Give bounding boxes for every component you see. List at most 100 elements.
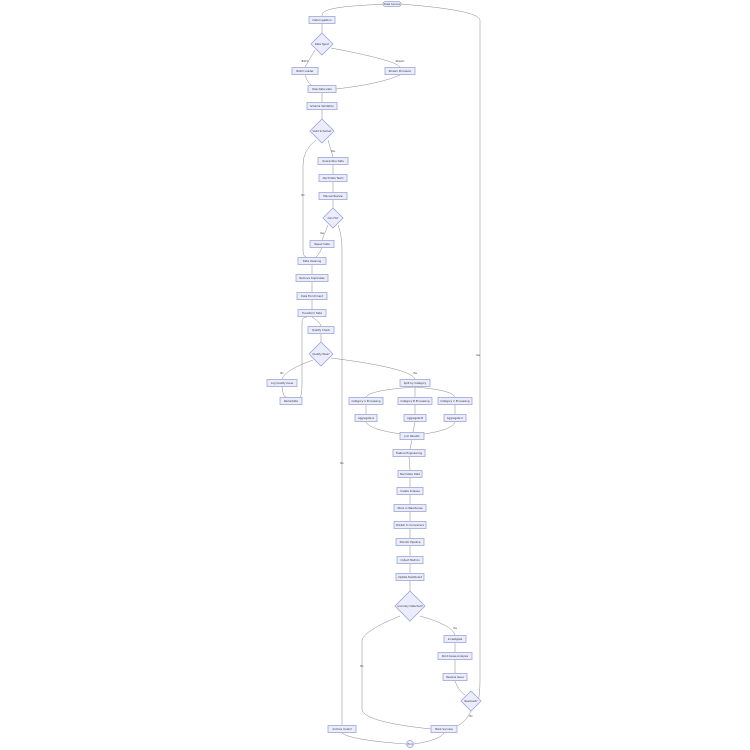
- node-box: [297, 309, 327, 317]
- node-box: [397, 397, 433, 405]
- node-label: Aggregate A: [358, 416, 374, 420]
- node-box: [309, 240, 335, 248]
- node-anom[interactable]: Anomaly Detected?: [394, 590, 426, 622]
- node-qpass[interactable]: Quality Pass?: [308, 341, 334, 367]
- node-label: Can Fix?: [328, 216, 339, 220]
- node-valid[interactable]: Valid Schema?: [309, 118, 335, 144]
- node-success[interactable]: Mark Success: [430, 725, 458, 733]
- node-metrics[interactable]: Collect Metrics: [396, 556, 424, 564]
- decision-diamond: [310, 32, 334, 56]
- flow-edge: [412, 421, 416, 433]
- node-box: [318, 192, 348, 200]
- flow-edge: [330, 47, 401, 68]
- edge-label-no: No: [280, 372, 284, 375]
- node-box: [295, 274, 329, 282]
- flow-edge: [419, 615, 456, 636]
- node-label: Category C Processing: [440, 399, 470, 403]
- node-type[interactable]: Data Type?: [310, 32, 334, 56]
- node-box: [430, 725, 458, 733]
- node-monitor[interactable]: Monitor Pipeline: [395, 538, 425, 546]
- node-qcheck[interactable]: Quality Check: [307, 326, 335, 334]
- node-label: Aggregate B: [407, 416, 423, 420]
- edge-label-yes: Yes: [476, 354, 481, 357]
- node-index[interactable]: Create Indexes: [396, 487, 424, 495]
- node-transform[interactable]: Transform Data: [297, 309, 327, 317]
- flow-edge: [341, 732, 407, 745]
- node-box: [307, 326, 335, 334]
- node-label: Resolved?: [464, 699, 478, 703]
- edge-label-no: No: [360, 665, 364, 668]
- edge-label-no: No: [301, 194, 305, 197]
- node-catC[interactable]: Category C Processing: [437, 397, 473, 405]
- node-remed[interactable]: Remediate: [279, 397, 303, 405]
- node-dash[interactable]: Update Dashboard: [395, 573, 425, 581]
- edge-label-stream: Stream: [396, 60, 405, 63]
- node-catA[interactable]: Category A Processing: [348, 397, 384, 405]
- node-lake[interactable]: Raw Data Lake: [307, 85, 337, 93]
- node-ingest[interactable]: Data Ingestion: [308, 16, 336, 24]
- node-archive[interactable]: Archive Invalid: [327, 725, 357, 733]
- node-box: [392, 449, 426, 457]
- node-norm[interactable]: Normalize Data: [397, 470, 423, 478]
- node-label: Valid Schema?: [313, 129, 333, 133]
- node-label: Data Enrichment: [301, 294, 323, 298]
- node-start[interactable]: Data Source: [382, 1, 402, 7]
- node-stadium: [382, 1, 402, 7]
- node-canfix[interactable]: Can Fix?: [322, 207, 344, 229]
- flow-edge: [365, 421, 403, 435]
- node-label: Create Indexes: [400, 489, 420, 493]
- node-label: Manual Review: [323, 194, 343, 198]
- node-catB[interactable]: Category B Processing: [397, 397, 433, 405]
- node-invest[interactable]: Investigate: [443, 635, 467, 643]
- node-publish[interactable]: Publish to Consumers: [393, 521, 427, 529]
- node-label: Category B Processing: [400, 399, 429, 403]
- node-box: [327, 725, 357, 733]
- node-logq[interactable]: Log Quality Issue: [266, 379, 298, 387]
- node-join[interactable]: Join Results: [399, 432, 425, 440]
- node-dedup[interactable]: Remove Duplicates: [295, 274, 329, 282]
- node-label: Archive Invalid: [332, 727, 352, 731]
- node-split[interactable]: Split by Category: [399, 379, 431, 387]
- node-enrich[interactable]: Data Enrichment: [296, 292, 328, 300]
- node-label: Raw Data Lake: [312, 87, 332, 91]
- node-label: Data Type?: [315, 42, 330, 46]
- flow-edge: [365, 386, 416, 398]
- node-box: [317, 157, 349, 165]
- node-rca[interactable]: Root Cause Analysis: [437, 652, 473, 660]
- node-alert[interactable]: Alert Data Team: [318, 174, 348, 182]
- node-clean[interactable]: Data Cleaning: [297, 257, 327, 265]
- node-label: Store in Warehouse: [397, 506, 423, 510]
- node-label: Log Quality Issue: [271, 381, 294, 385]
- node-store[interactable]: Store in Warehouse: [393, 504, 427, 512]
- node-batch[interactable]: Batch Loader: [291, 67, 319, 75]
- edge-label-batch: Batch: [302, 60, 309, 63]
- node-label: Join Results: [404, 434, 421, 438]
- node-label: Anomaly Detected?: [397, 604, 423, 608]
- node-label: Category A Processing: [351, 399, 380, 403]
- node-stream[interactable]: Stream Processor: [384, 67, 416, 75]
- node-manual[interactable]: Manual Review: [318, 192, 348, 200]
- node-box: [318, 174, 348, 182]
- node-aggB[interactable]: Aggregate B: [403, 414, 427, 422]
- node-box: [266, 379, 298, 387]
- node-feat[interactable]: Feature Engineering: [392, 449, 426, 457]
- node-repair[interactable]: Repair Data: [309, 240, 335, 248]
- node-resolve[interactable]: Resolve Issue: [442, 673, 468, 681]
- node-end[interactable]: End: [406, 740, 414, 748]
- flow-edge: [327, 139, 334, 158]
- node-quar[interactable]: Quarantine Data: [317, 157, 349, 165]
- node-label: Schema Validation: [310, 104, 334, 108]
- flow-edge: [304, 74, 315, 87]
- node-aggC[interactable]: Aggregate C: [443, 414, 467, 422]
- node-label: Alert Data Team: [323, 176, 344, 180]
- decision-diamond: [460, 690, 482, 712]
- flow-edge: [408, 456, 411, 471]
- node-schema[interactable]: Schema Validation: [306, 102, 338, 110]
- flow-edge: [409, 439, 413, 450]
- node-aggA[interactable]: Aggregate A: [354, 414, 378, 422]
- flow-edge: [330, 357, 416, 380]
- node-box: [443, 414, 467, 422]
- node-resolved[interactable]: Resolved?: [460, 690, 482, 712]
- node-box: [396, 556, 424, 564]
